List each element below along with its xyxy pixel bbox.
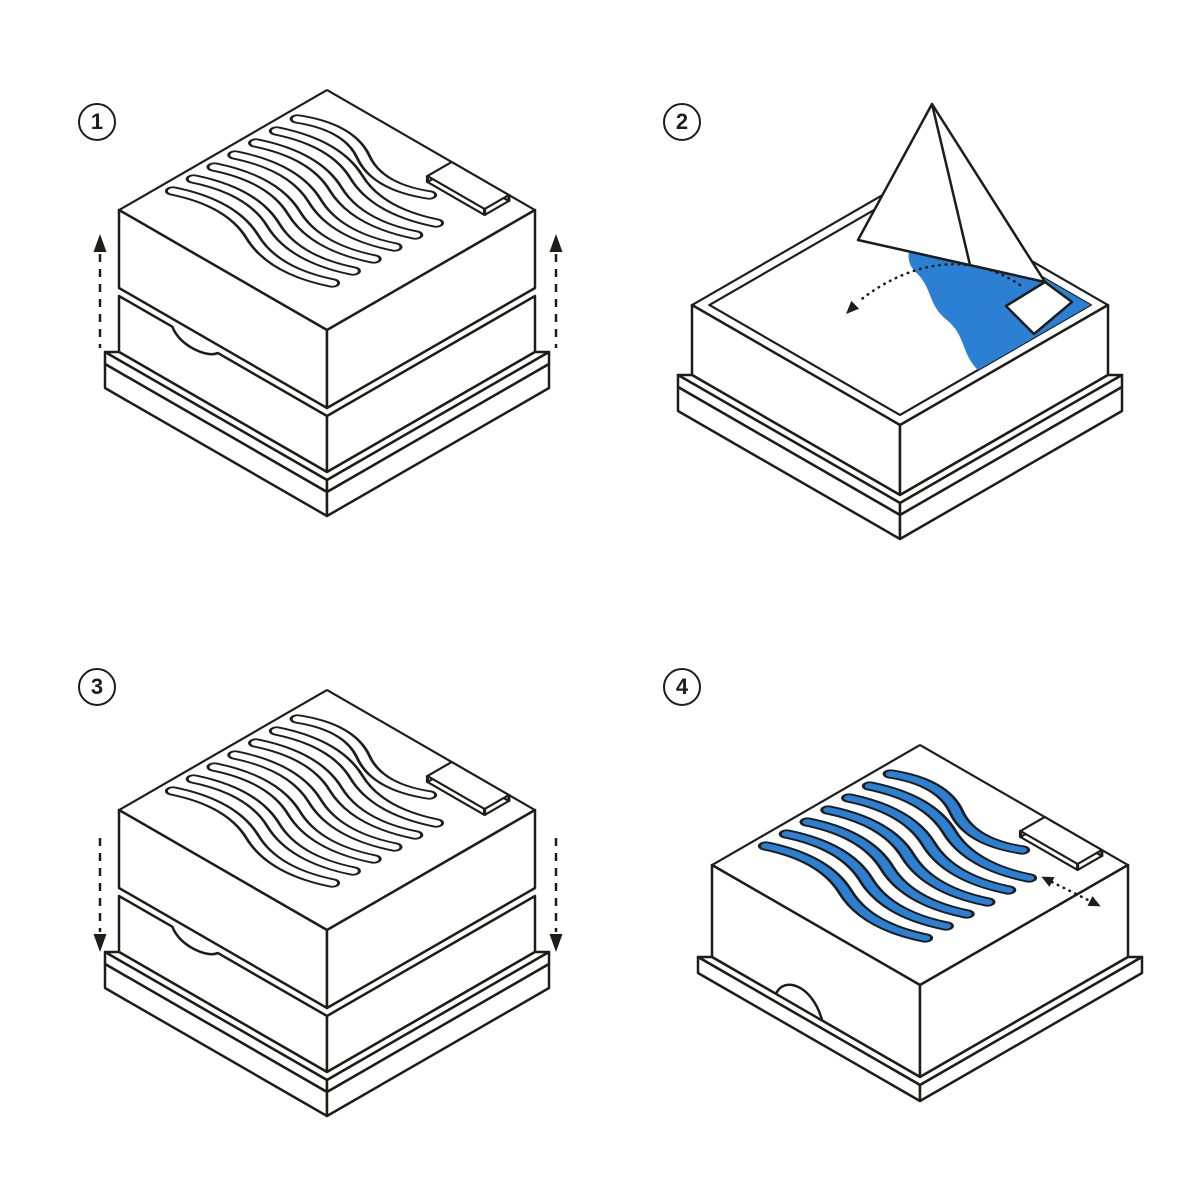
grooved-lid-box bbox=[105, 690, 549, 1116]
step-4-illustration bbox=[600, 600, 1200, 1200]
step-1-panel: 1 bbox=[0, 0, 600, 600]
step-1-badge: 1 bbox=[78, 103, 116, 141]
step-1-illustration bbox=[93, 0, 563, 600]
step-4-number: 4 bbox=[675, 674, 689, 699]
step-2-badge: 2 bbox=[663, 103, 701, 141]
step-2-number: 2 bbox=[675, 109, 689, 134]
step-2-illustration bbox=[676, 102, 1124, 541]
peel-left-arrow-icon bbox=[846, 262, 1022, 314]
slide-handle-arrow-icon bbox=[1041, 876, 1101, 907]
step-3-panel: 3 bbox=[0, 600, 600, 1200]
lift-up-arrows-icon bbox=[93, 234, 563, 348]
step-4-panel: 4 bbox=[600, 600, 1200, 1200]
press-down-arrows-icon bbox=[93, 838, 563, 952]
grooved-lid-box bbox=[105, 90, 549, 516]
step-4-badge: 4 bbox=[663, 668, 701, 706]
open-tray-peel-film bbox=[676, 102, 1124, 541]
step-3-number: 3 bbox=[90, 674, 104, 699]
step-2-panel: 2 bbox=[600, 0, 1200, 600]
blue-groove-box bbox=[698, 745, 1142, 1101]
step-3-illustration bbox=[93, 600, 563, 1200]
step-3-badge: 3 bbox=[78, 668, 116, 706]
step-1-number: 1 bbox=[90, 109, 104, 134]
